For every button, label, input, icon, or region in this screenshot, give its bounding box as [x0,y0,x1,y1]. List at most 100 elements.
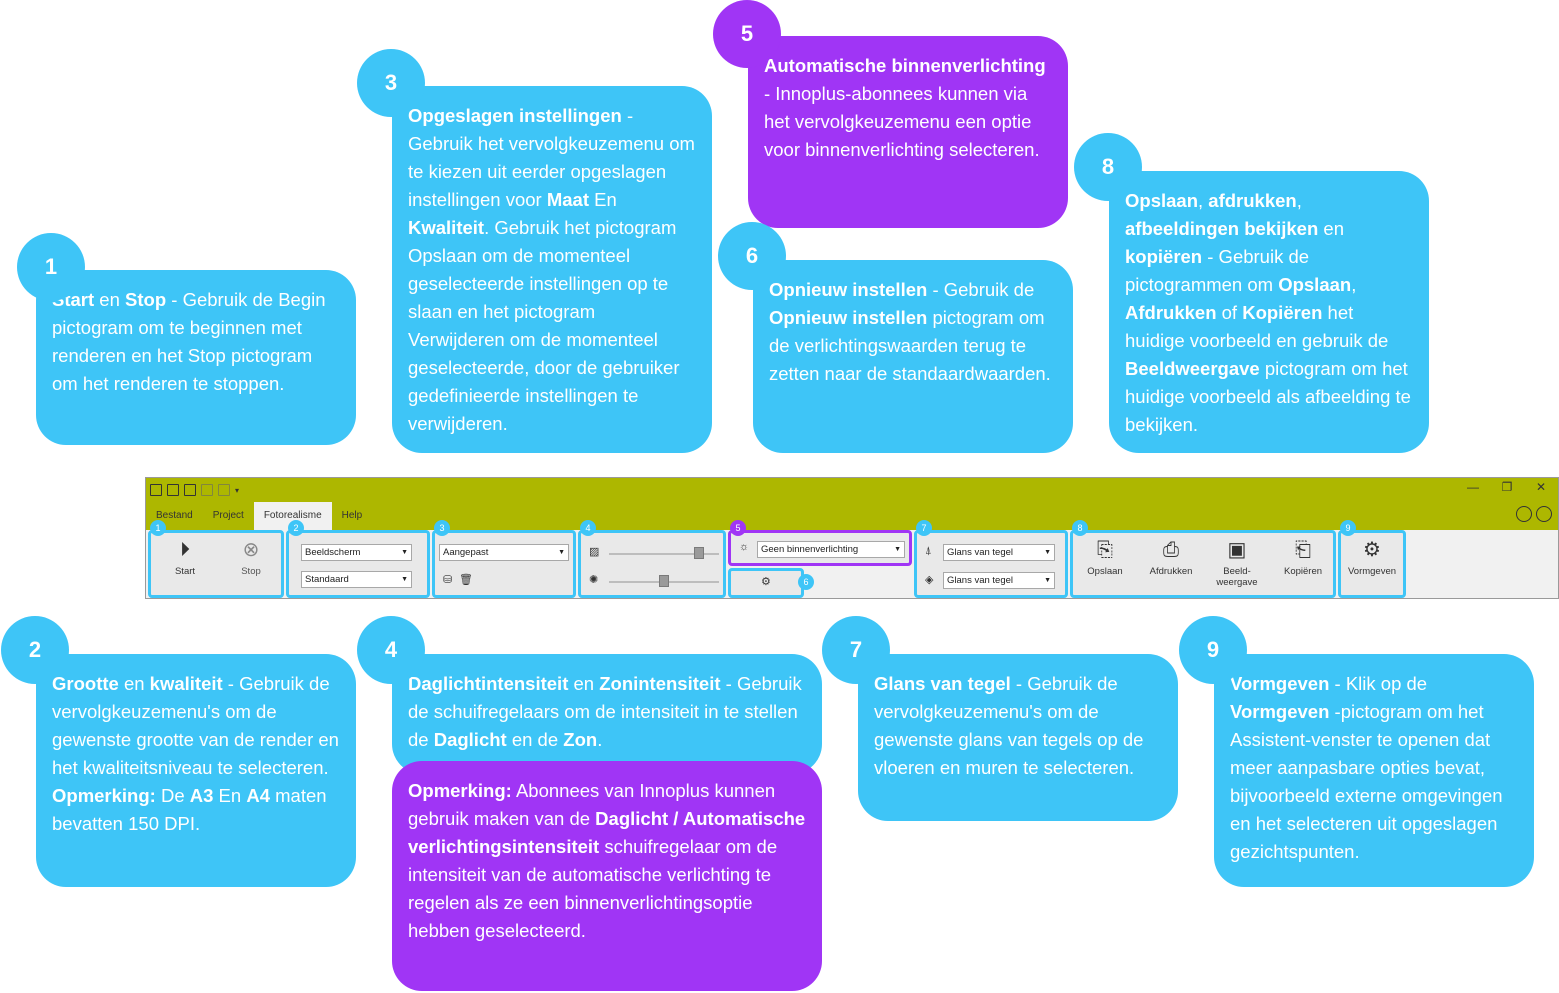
menu-bar: Bestand Project Fotorealisme Help [146,502,372,530]
callout-plain: De [155,785,190,806]
callout-number-5: 5 [713,0,781,68]
callout-plain: en de [506,729,564,750]
undo-icon[interactable] [218,484,230,496]
quick-access-toolbar: ▾ [150,482,239,498]
callout-plain: Abonnees van Innoplus kunnen gebruik mak… [408,780,776,829]
callout-size-quality: Grootte en kwaliteit - Gebruik de vervol… [36,654,356,887]
save-image-icon: ⎘ [1097,539,1113,561]
callout-bold: Opnieuw instellen [769,279,928,300]
chat-icon[interactable] [1536,506,1552,522]
app-menu-icon[interactable] [150,484,162,496]
callout-bold: Afdrukken [1125,302,1217,323]
callout-text: Glans van tegel - Gebruik de vervolgkeuz… [874,670,1162,782]
group-number-4: 4 [580,520,596,536]
stop-button[interactable]: ⊗ Stop [222,538,280,577]
callout-bold: Opslaan [1125,190,1198,211]
callout-bold: A4 [246,785,270,806]
minimize-icon[interactable]: — [1467,480,1479,494]
callout-save-print-view-copy: Opslaan, afdrukken, afbeeldingen bekijke… [1109,171,1429,453]
new-file-icon[interactable] [167,484,179,496]
preset-dropdown[interactable]: Aangepast ▼ [439,544,569,561]
callout-number-8: 8 [1074,133,1142,201]
floor-gloss-dropdown[interactable]: Glans van tegel ▼ [943,544,1055,561]
sun-slider-thumb[interactable] [659,575,669,587]
floor-gloss-icon: ⍋ [925,545,932,557]
printer-icon: ⎙ [1163,539,1179,561]
callout-plain: - Gebruik de vervolgkeuzemenu's om de ge… [52,673,339,778]
chevron-down-icon: ▼ [558,549,565,556]
group-number-2: 2 [288,520,304,536]
group-number-9: 9 [1340,520,1356,536]
callout-plain: - Gebruik de pictogrammen om [1125,246,1310,295]
play-icon: ⏵ [180,539,190,561]
callout-bold: Grootte [52,673,119,694]
chevron-down-icon: ▼ [1044,577,1051,584]
wall-gloss-dropdown[interactable]: Glans van tegel ▼ [943,572,1055,589]
callout-plain: , [1351,274,1357,295]
callout-text: Start en Stop - Gebruik de Begin pictogr… [52,286,340,398]
callout-plain: - Gebruik de Begin pictogram om te begin… [52,289,326,394]
tab-fotorealisme[interactable]: Fotorealisme [253,502,332,530]
callout-bold: Kopiëren [1242,302,1323,323]
save-preset-icon[interactable]: ⛁ [443,574,453,586]
group-output: ⎘ Opslaan ⎙ Afdrukken ▣ Beeld- weergave … [1070,530,1336,598]
copy-button[interactable]: ⎗ Kopiëren [1274,538,1332,577]
group-saved-settings: Aangepast ▼ ⛁ 🗑 [432,530,576,598]
quality-dropdown[interactable]: Standaard ▼ [301,571,412,588]
callout-number-1: 1 [17,233,85,301]
callout-bold: kwaliteit [149,673,223,694]
size-dropdown[interactable]: Beeldscherm ▼ [301,544,412,561]
callout-number-6: 6 [718,222,786,290]
ribbon: ⏵ Start ⊗ Stop 1 Beeldscherm ▼ Standaard… [146,520,1558,598]
restore-icon[interactable]: ❐ [1501,480,1513,494]
chevron-down-icon: ▼ [894,546,901,553]
callout-plain: en [118,673,150,694]
callout-plain: . Gebruik het pictogram Opslaan om de mo… [408,217,680,434]
stop-label: Stop [241,566,261,577]
save-icon[interactable] [184,484,196,496]
save-button[interactable]: ⎘ Opslaan [1076,538,1134,577]
image-view-button[interactable]: ▣ Beeld- weergave [1208,538,1266,588]
chevron-down-icon: ▼ [1044,549,1051,556]
callout-plain: en [568,673,600,694]
start-button[interactable]: ⏵ Start [156,538,214,577]
group-indoor-lighting: ☼ Geen binnenverlichting ▼ [728,530,912,566]
indoor-lighting-icon: ☼ [739,541,750,553]
sun-icon: ✺ [589,574,599,586]
callout-bold: Daglichtintensiteit [408,673,569,694]
indoor-lighting-dropdown[interactable]: Geen binnenverlichting ▼ [757,541,905,558]
tab-bestand[interactable]: Bestand [156,510,193,521]
daylight-slider-thumb[interactable] [694,547,704,559]
callout-start-stop: Start en Stop - Gebruik de Begin pictogr… [36,270,356,445]
callout-note-automatic-lighting: Opmerking: Abonnees van Innoplus kunnen … [392,761,822,991]
delete-preset-icon[interactable]: 🗑 [459,574,473,586]
chevron-down-icon: ▼ [401,549,408,556]
close-icon[interactable]: ✕ [1535,480,1547,494]
callout-plain: pictogram om de verlichtingswaarden teru… [769,307,1051,384]
cloud-icon[interactable] [1516,506,1532,522]
group-tile-gloss: ⍋ Glans van tegel ▼ ◈ Glans van tegel ▼ [914,530,1068,598]
group-number-7: 7 [916,520,932,536]
callout-bold: kopiëren [1125,246,1203,267]
callout-plain: , [1198,190,1209,211]
callout-text: Vormgeven - Klik op de Vormgeven -pictog… [1230,670,1518,866]
start-label: Start [174,566,196,577]
callout-plain: - Innoplus-abonnees kunnen via het vervo… [764,83,1040,160]
callout-bold: Daglicht / Automatische verlichtingsinte… [408,808,806,857]
tab-help[interactable]: Help [341,510,363,521]
daylight-slider-track[interactable] [609,553,719,555]
tab-project[interactable]: Project [212,510,244,521]
callout-number-3: 3 [357,49,425,117]
reset-icon[interactable]: ⚙ [761,576,771,588]
group-number-3: 3 [434,520,450,536]
stop-icon: ⊗ [242,539,260,561]
print-icon[interactable] [201,484,213,496]
image-view-label-line2: weergave [1216,577,1258,588]
callout-plain: . [597,729,603,750]
design-button[interactable]: ⚙ Vormgeven [1343,538,1401,577]
customize-toolbar-icon[interactable]: ▾ [235,485,240,495]
group-number-6: 6 [798,574,814,590]
callout-bold: Zon [563,729,598,750]
print-button[interactable]: ⎙ Afdrukken [1142,538,1200,577]
group-number-1: 1 [150,520,166,536]
